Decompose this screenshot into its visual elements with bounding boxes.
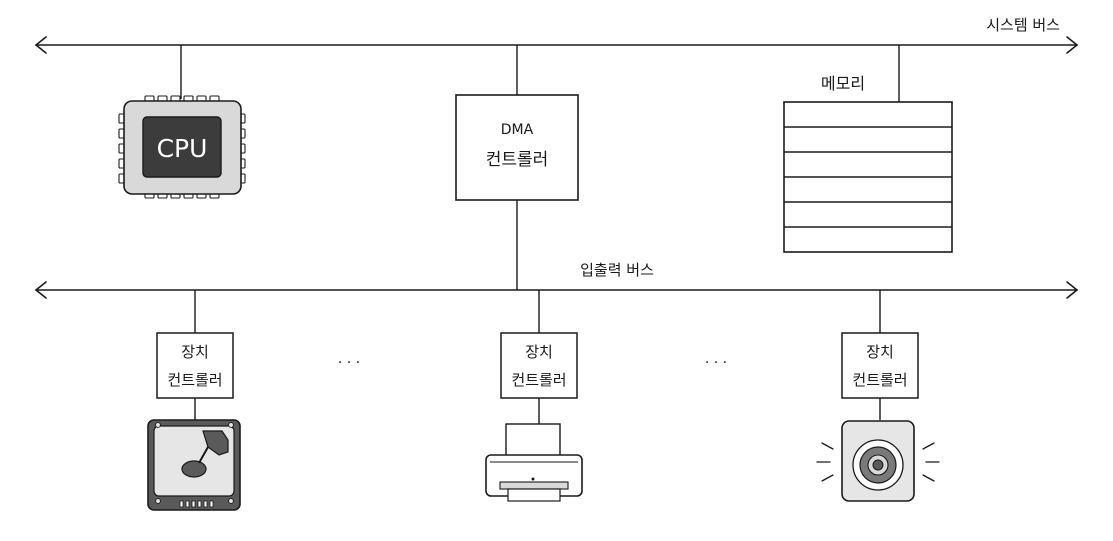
device-controller-box-2 xyxy=(500,332,578,399)
memory-block xyxy=(783,101,953,253)
dma-controller-box xyxy=(455,94,579,201)
device-controller-box-1 xyxy=(156,332,234,399)
device-controller-1-line2: 컨트롤러 xyxy=(167,371,222,389)
printer-icon xyxy=(485,423,583,502)
device-controller-1-line1: 장치 xyxy=(181,343,209,361)
hard-disk-icon xyxy=(147,419,241,511)
cpu-label: CPU xyxy=(157,134,208,163)
dma-label-line1: DMA xyxy=(501,122,534,138)
speaker-icon xyxy=(816,420,940,502)
memory-label: 메모리 xyxy=(821,74,865,93)
dma-label-line2: 컨트롤러 xyxy=(486,150,549,170)
bus-connectors xyxy=(180,45,900,425)
device-controller-2-line1: 장치 xyxy=(525,343,553,361)
ellipsis-1: · · · xyxy=(338,355,360,371)
device-controller-3-line2: 컨트롤러 xyxy=(852,371,907,389)
io-bus xyxy=(34,281,1079,299)
cpu-chip-icon xyxy=(118,95,246,199)
io-bus-label: 입출력 버스 xyxy=(580,261,654,279)
device-controller-box-3 xyxy=(841,332,919,399)
ellipsis-2: · · · xyxy=(705,355,727,371)
system-bus-label: 시스템 버스 xyxy=(986,16,1060,34)
system-bus xyxy=(34,36,1079,54)
device-controller-2-line2: 컨트롤러 xyxy=(511,371,566,389)
device-controller-3-line1: 장치 xyxy=(866,343,894,361)
